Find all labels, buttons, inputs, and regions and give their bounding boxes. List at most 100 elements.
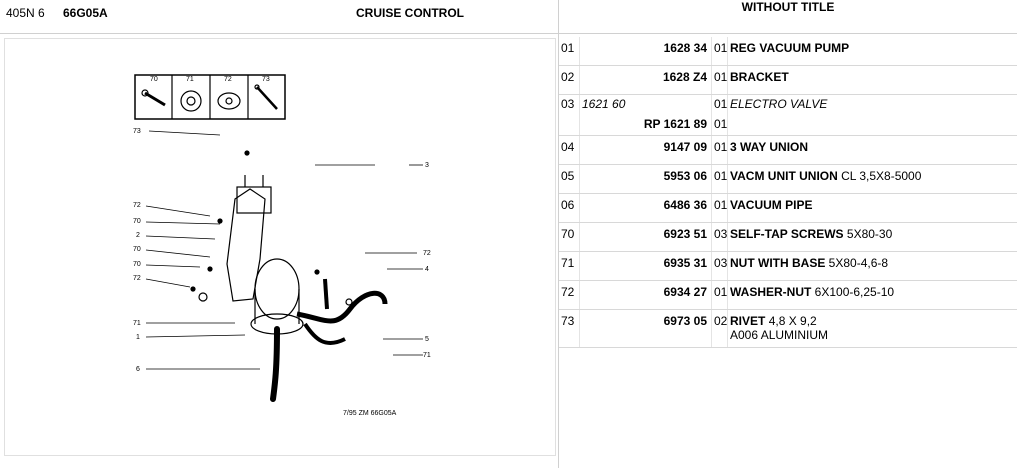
part-quantity: 01 [712, 136, 728, 164]
part-number: 03 [559, 95, 580, 115]
callout-label: 72 [133, 202, 141, 209]
vehicle-model: 405N 6 [6, 6, 45, 20]
part-number: 70 [559, 223, 580, 251]
part-name: SELF-TAP SCREWS [730, 227, 844, 241]
electro-valve-shape [236, 186, 272, 214]
section-title: CRUISE CONTROL [356, 6, 464, 20]
part-reference[interactable]: RP 1621 89 [580, 115, 712, 135]
part-number: 02 [559, 66, 580, 94]
part-number: 01 [559, 37, 580, 65]
part-description: BRACKET [728, 66, 1017, 94]
part-name: 3 WAY UNION [730, 140, 809, 154]
part-description [728, 115, 1017, 135]
part-quantity: 01 [712, 165, 728, 193]
part-description: WASHER-NUT 6X100-6,25-10 [728, 281, 1017, 309]
inset-label: 70 [150, 76, 158, 83]
part-reference[interactable]: 6486 36 [580, 194, 712, 222]
rivet-inset-icon [254, 84, 278, 110]
callout-label: 72 [423, 250, 431, 257]
part-number: 73 [559, 310, 580, 347]
part-reference[interactable]: 6934 27 [580, 281, 712, 309]
part-row[interactable]: 06 6486 36 01 VACUUM PIPE [559, 194, 1017, 223]
part-name: VACM UNIT UNION [730, 169, 838, 183]
part-row[interactable]: 04 9147 09 01 3 WAY UNION [559, 136, 1017, 165]
inset-label: 71 [186, 76, 194, 83]
part-reference[interactable]: 6973 05 [580, 310, 712, 347]
part-row[interactable]: 70 6923 51 03 SELF-TAP SCREWS 5X80-30 [559, 223, 1017, 252]
parts-title: WITHOUT TITLE [741, 0, 835, 14]
callout-label: 70 [133, 246, 141, 253]
part-quantity: 01 [712, 281, 728, 309]
part-name: ELECTRO VALVE [730, 97, 828, 111]
part-row[interactable]: 71 6935 31 03 NUT WITH BASE 5X80-4,6-8 [559, 252, 1017, 281]
callout-label: 70 [133, 261, 141, 268]
part-quantity: 01 [712, 115, 728, 135]
part-row[interactable]: 01 1628 34 01 REG VACUUM PUMP [559, 37, 1017, 66]
callout-label: 3 [425, 162, 429, 169]
part-reference[interactable]: 5953 06 [580, 165, 712, 193]
catalog-header: 405N 6 66G05A CRUISE CONTROL [0, 0, 558, 34]
part-quantity: 03 [712, 223, 728, 251]
nut-with-base-inset-icon [180, 90, 202, 112]
part-description: ELECTRO VALVE [728, 95, 1017, 115]
bracket-shape [226, 188, 266, 302]
callout-label: 70 [133, 218, 141, 225]
part-number: 71 [559, 252, 580, 280]
callout-label: 1 [136, 334, 140, 341]
part-reference[interactable]: 1628 34 [580, 37, 712, 65]
part-spec: 5X80-30 [846, 227, 893, 241]
part-row[interactable]: 02 1628 Z4 01 BRACKET [559, 66, 1017, 95]
washer-nut-inset-icon [217, 92, 241, 110]
part-row[interactable]: 03 1621 60 01 ELECTRO VALVE [559, 95, 1017, 115]
callout-label: 72 [133, 275, 141, 282]
callout-label: 5 [425, 336, 429, 343]
part-number: 06 [559, 194, 580, 222]
part-number: 05 [559, 165, 580, 193]
callout-label: 4 [425, 266, 429, 273]
part-quantity: 01 [712, 37, 728, 65]
part-name: NUT WITH BASE [730, 256, 826, 270]
callout-label: 71 [133, 320, 141, 327]
part-row[interactable]: RP 1621 89 01 [559, 115, 1017, 136]
part-reference[interactable]: 6923 51 [580, 223, 712, 251]
part-reference[interactable]: 6935 31 [580, 252, 712, 280]
inset-label: 72 [224, 76, 232, 83]
part-number [559, 115, 580, 135]
part-name: REG VACUUM PUMP [730, 41, 850, 55]
inset-label: 73 [262, 76, 270, 83]
parts-list: 01 1628 34 01 REG VACUUM PUMP 02 1628 Z4… [559, 37, 1017, 348]
part-quantity: 01 [712, 95, 728, 115]
callout-label: 71 [423, 352, 431, 359]
part-spec: 4,8 X 9,2 [768, 314, 817, 328]
part-description: SELF-TAP SCREWS 5X80-30 [728, 223, 1017, 251]
part-material: A006 ALUMINIUM [730, 328, 829, 342]
part-quantity: 01 [712, 66, 728, 94]
part-spec: 5X80-4,6-8 [828, 256, 889, 270]
callout-label: 6 [136, 366, 140, 373]
pump-body-shape [254, 258, 300, 320]
part-name: BRACKET [730, 70, 789, 84]
diagram-drawing: 70 71 72 73 73 3 72 70 2 70 70 72 71 1 6… [133, 74, 431, 417]
part-reference[interactable]: 1628 Z4 [580, 66, 712, 94]
part-quantity: 03 [712, 252, 728, 280]
part-reference[interactable]: 1621 60 [580, 95, 712, 115]
part-number: 72 [559, 281, 580, 309]
part-quantity: 01 [712, 194, 728, 222]
part-quantity: 02 [712, 310, 728, 347]
part-name: RIVET [730, 314, 766, 328]
part-description: REG VACUUM PUMP [728, 37, 1017, 65]
part-description: NUT WITH BASE 5X80-4,6-8 [728, 252, 1017, 280]
part-row[interactable]: 05 5953 06 01 VACM UNIT UNION CL 3,5X8-5… [559, 165, 1017, 194]
screw-inset-icon [141, 89, 166, 107]
part-name: WASHER-NUT [730, 285, 812, 299]
parts-header: WITHOUT TITLE [559, 0, 1017, 34]
part-reference[interactable]: 9147 09 [580, 136, 712, 164]
callout-label: 73 [133, 128, 141, 135]
part-spec: CL 3,5X8-5000 [841, 169, 922, 183]
exploded-diagram[interactable]: 70 71 72 73 73 3 72 70 2 70 70 72 71 1 6… [4, 38, 556, 456]
part-description: VACUUM PIPE [728, 194, 1017, 222]
part-spec: 6X100-6,25-10 [814, 285, 895, 299]
part-row[interactable]: 72 6934 27 01 WASHER-NUT 6X100-6,25-10 [559, 281, 1017, 310]
